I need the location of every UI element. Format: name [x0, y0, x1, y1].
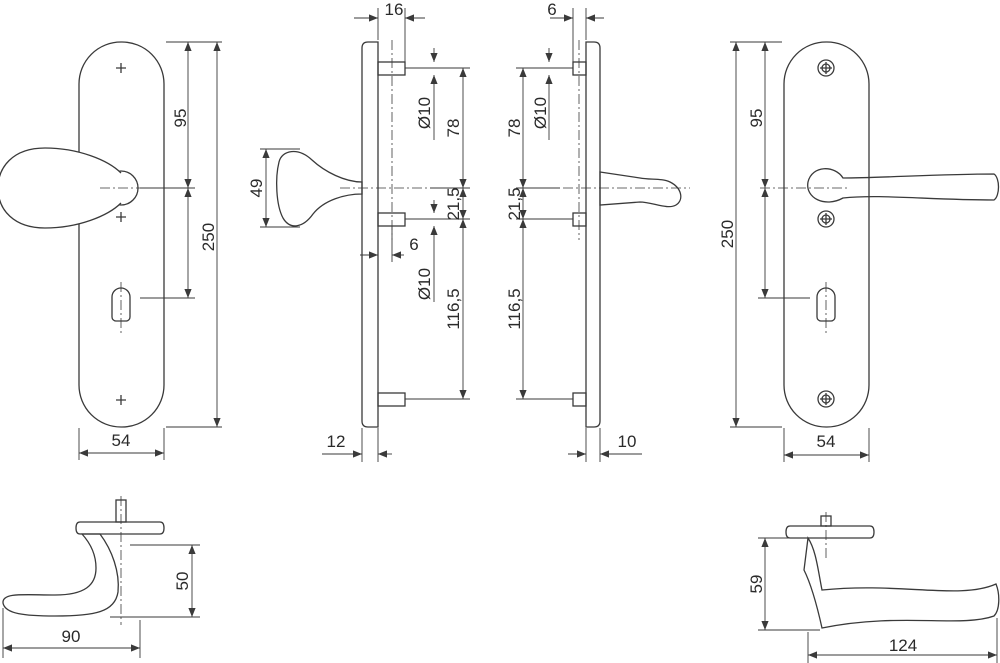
stud-top: [572, 61, 587, 76]
dim-54-label: 54: [817, 432, 836, 451]
stud-bottom: [572, 392, 587, 407]
plate-side-outline: [585, 41, 601, 428]
dim-21-5-label: 21,5: [444, 187, 463, 220]
rose-top-outline: [785, 525, 875, 539]
knob-outline: [0, 147, 122, 229]
dim-78-label: 78: [444, 119, 463, 138]
backplate-outline: [783, 41, 870, 428]
side-view-knob: 16 49 Ø10 78 21,5 116,5 Ø10 6: [247, 0, 470, 462]
front-view-lever-plate: 95 250 54: [718, 41, 1000, 462]
dim-116-5-label: 116,5: [444, 288, 463, 329]
stud-middle: [377, 212, 406, 227]
screw-bottom-icon: [116, 395, 126, 405]
dim-250-label: 250: [199, 223, 218, 251]
dim-6-top-label: 6: [547, 0, 556, 19]
dim-dia-top-label: Ø10: [415, 97, 434, 129]
screw-head-bottom-icon: [817, 390, 835, 408]
knob-top-outline: [2, 533, 119, 617]
knob-side-outline: [276, 150, 363, 227]
dim-6-stud-label: 6: [409, 235, 418, 254]
dim-116-5-label: 116,5: [505, 288, 524, 329]
dim-95-label: 95: [747, 109, 766, 128]
dim-dia-top-label: Ø10: [531, 97, 550, 129]
dim-16-label: 16: [385, 0, 404, 19]
lever-top-outline: [803, 536, 1000, 629]
plate-side-outline: [361, 41, 379, 428]
side-view-lever: 6 Ø10 78 21,5 116,5 10: [505, 0, 690, 462]
dim-10-label: 10: [618, 432, 637, 451]
screw-head-top-icon: [817, 59, 835, 77]
dim-78-label: 78: [505, 119, 524, 138]
screw-head-middle-icon: [817, 210, 835, 228]
lever-handle-outline: [807, 168, 1000, 203]
dim-50-label: 50: [173, 572, 192, 591]
cylinder-hole-icon: [111, 287, 131, 322]
top-view-knob: 50 90: [2, 496, 200, 658]
dim-49-label: 49: [247, 179, 266, 198]
screw-middle-icon: [116, 212, 126, 222]
cylinder-hole-icon: [816, 287, 836, 322]
front-view-knob-plate: 95 250 54: [0, 41, 222, 460]
top-view-lever: 59 124: [747, 512, 1000, 663]
screw-top-icon: [116, 63, 126, 73]
backplate-outline: [78, 41, 165, 428]
dim-dia-bottom-label: Ø10: [415, 268, 434, 300]
dim-90-label: 90: [62, 627, 81, 646]
dim-12-label: 12: [327, 432, 346, 451]
dim-59-label: 59: [747, 575, 766, 594]
dim-21-5-label: 21,5: [505, 187, 524, 220]
stud-top: [377, 61, 406, 76]
dim-250-label: 250: [718, 220, 737, 248]
rose-top-outline: [75, 521, 165, 535]
dim-124-label: 124: [889, 636, 917, 655]
dim-54-label: 54: [112, 431, 131, 450]
stud-bottom: [377, 392, 406, 407]
dim-95-label: 95: [171, 109, 190, 128]
lever-side-outline: [599, 171, 682, 208]
stud-middle: [572, 212, 587, 227]
